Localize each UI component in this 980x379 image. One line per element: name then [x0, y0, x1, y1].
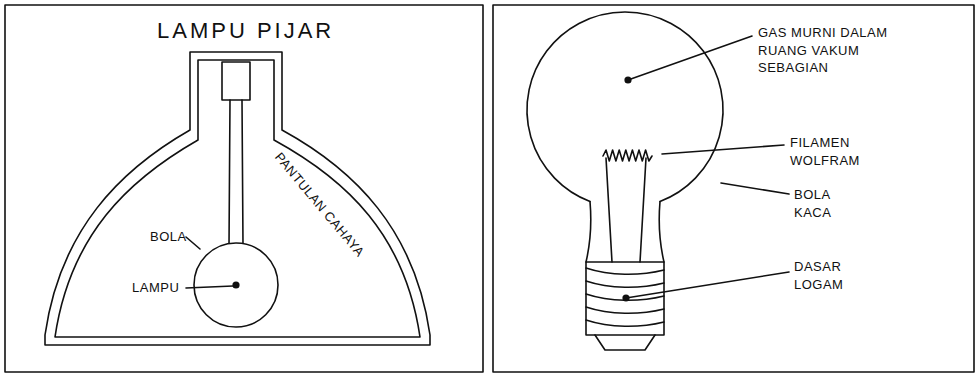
base-contact [595, 335, 655, 350]
screw-thread [586, 268, 664, 274]
screw-thread [586, 320, 664, 326]
screw-thread [586, 268, 664, 326]
part-label: PANTULAN CAHAYA [271, 149, 369, 261]
part-label: DASAR LOGAM [794, 258, 854, 293]
part-label: FILAMEN WOLFRAM [790, 134, 870, 169]
part-label: BOLA KACA [794, 186, 844, 221]
panel-frame [5, 5, 483, 372]
screw-thread [586, 281, 664, 287]
part-label: BOLA [150, 228, 187, 246]
lamp-shade-inner [55, 60, 420, 337]
panel-frame [493, 5, 974, 372]
part-label: GAS MURNI DALAM RUANG VAKUM SEBAGIAN [758, 24, 908, 77]
leader-line [628, 36, 752, 80]
part-label: LAMPU [132, 279, 179, 297]
leader-line [662, 145, 784, 154]
leader-line [186, 237, 200, 249]
leader-line [186, 286, 233, 288]
bulb-globe [194, 243, 278, 327]
screw-thread [586, 307, 664, 313]
leader-dot [233, 282, 239, 288]
screw-thread [586, 294, 664, 300]
bulb-neck [229, 100, 243, 246]
leader-line [626, 272, 789, 298]
leader-line [721, 183, 789, 194]
bulb-neck [586, 202, 664, 263]
lamp-socket [222, 62, 250, 100]
tungsten-filament [603, 150, 652, 161]
glass-bulb [527, 12, 723, 202]
metal-base [586, 262, 664, 335]
filament-support [606, 158, 646, 262]
panel-title: LAMPU PIJAR [157, 18, 334, 44]
lamp-shade-outer [45, 52, 430, 345]
